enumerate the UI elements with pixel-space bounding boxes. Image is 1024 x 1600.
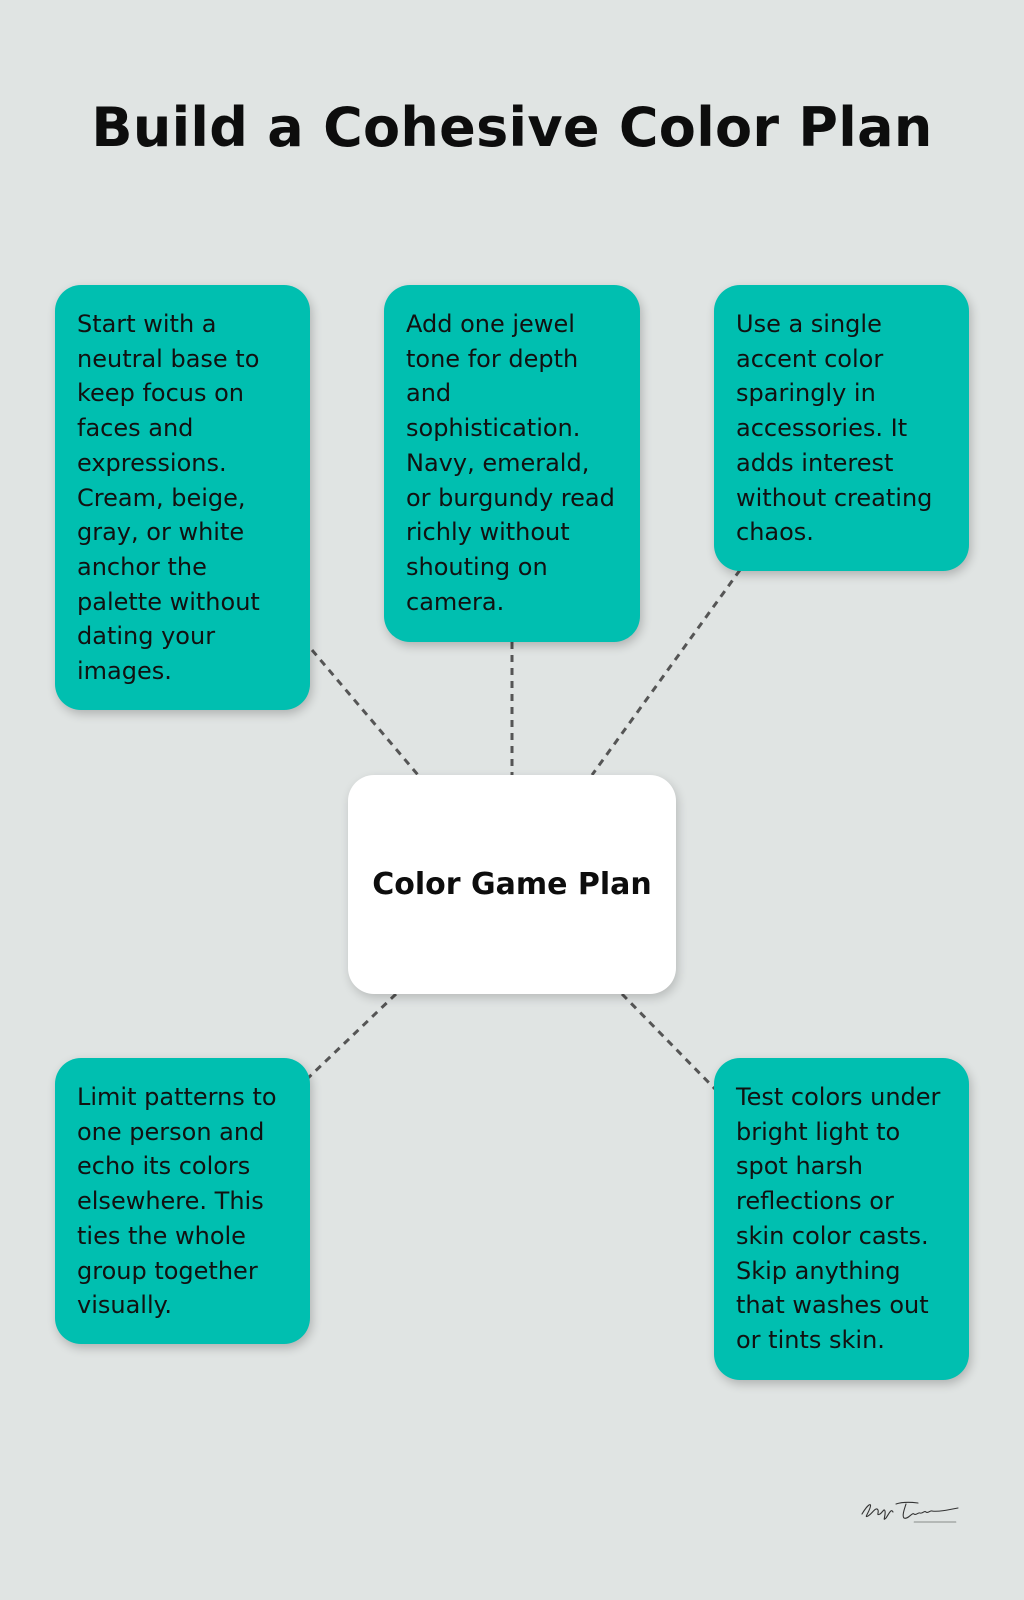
center-node: Color Game Plan <box>348 775 676 994</box>
tip-card-test-colors: Test colors under bright light to spot h… <box>714 1058 969 1380</box>
page-title: Build a Cohesive Color Plan <box>91 96 933 159</box>
tip-card-text: Limit patterns to one person and echo it… <box>77 1083 277 1320</box>
center-node-label: Color Game Plan <box>372 867 652 902</box>
tip-card-text: Add one jewel tone for depth and sophist… <box>406 310 615 616</box>
tip-card-neutral-base: Start with a neutral base to keep focus … <box>55 285 310 710</box>
tip-card-text: Use a single accent color sparingly in a… <box>736 310 933 547</box>
connector-line-5 <box>620 992 718 1092</box>
connector-line-1 <box>310 649 420 776</box>
tip-card-accent-color: Use a single accent color sparingly in a… <box>714 285 969 571</box>
tip-card-text: Start with a neutral base to keep focus … <box>77 310 260 686</box>
tip-card-jewel-tone: Add one jewel tone for depth and sophist… <box>384 285 640 642</box>
tip-card-patterns: Limit patterns to one person and echo it… <box>55 1058 310 1344</box>
connector-line-4 <box>304 992 398 1082</box>
tip-card-text: Test colors under bright light to spot h… <box>736 1083 941 1354</box>
connector-line-3 <box>590 569 742 776</box>
signature-logo-icon <box>861 1501 959 1523</box>
